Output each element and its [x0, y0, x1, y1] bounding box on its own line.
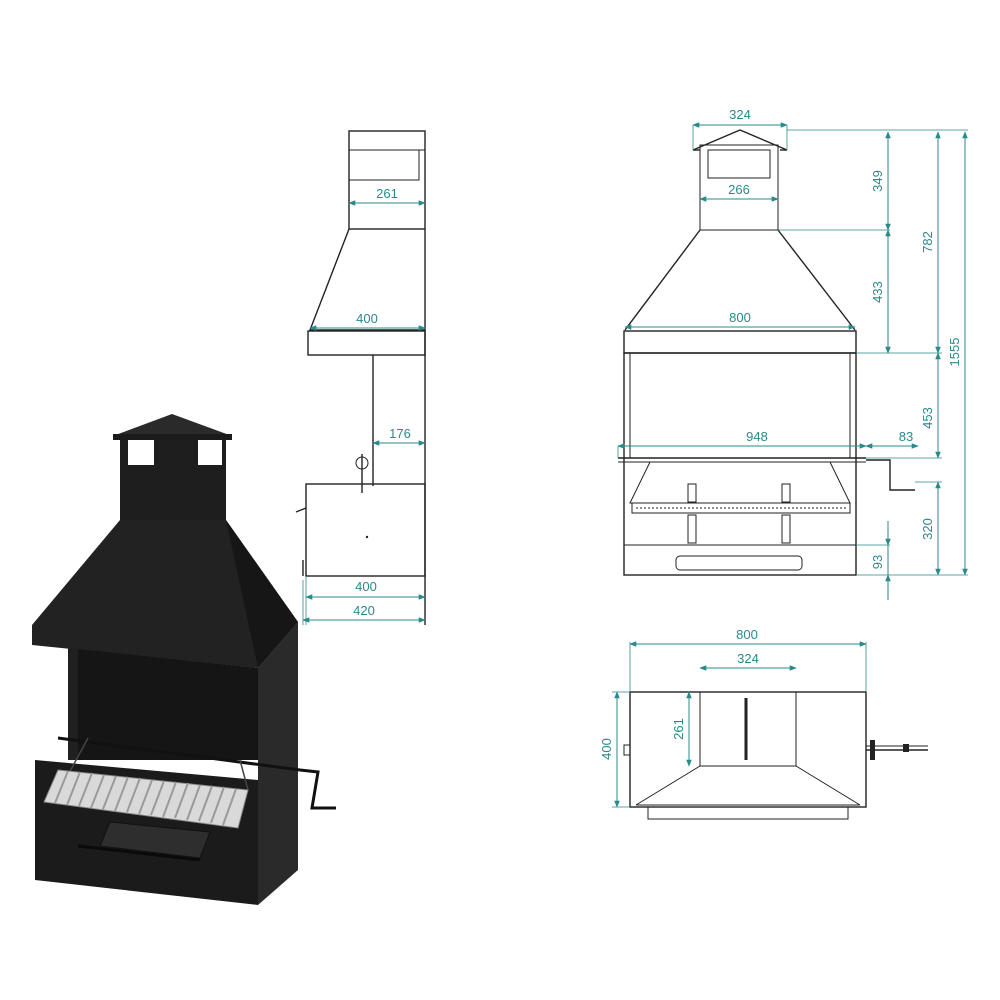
grill-chain-left [67, 737, 89, 776]
chimney-vent-right [198, 440, 222, 465]
front-chimney-vent [707, 149, 771, 179]
front-hood-lip [623, 330, 857, 354]
dim-front-grill-width: 948 [746, 429, 768, 444]
side-hood-lip [307, 330, 426, 356]
rotisserie-rod [57, 736, 301, 772]
dim-front-handle-ext: 83 [899, 429, 913, 444]
top-body [629, 691, 867, 808]
dim-side-post-offset: 176 [389, 426, 411, 441]
front-firebox [623, 352, 857, 576]
chimney-vent-left [128, 440, 154, 465]
dim-top-chimney-width: 324 [737, 651, 759, 666]
ash-tray [99, 821, 211, 859]
body-side [258, 622, 298, 905]
dim-side-hood-depth: 400 [356, 311, 378, 326]
chimney-cap [113, 414, 232, 436]
firebox-back [68, 648, 258, 760]
dim-front-upper-height: 782 [920, 231, 935, 253]
firebox-left-wall [68, 648, 78, 760]
dim-front-chimney-width: 266 [728, 182, 750, 197]
top-chimney [699, 691, 797, 767]
side-chimney-vent [348, 149, 420, 181]
hood-body [32, 520, 298, 668]
dim-front-cap-width: 324 [729, 107, 751, 122]
side-body [305, 483, 426, 577]
dim-front-hood-width: 800 [729, 310, 751, 325]
front-drawer-handle [675, 555, 803, 571]
side-view: 261 400 176 400 420 [295, 130, 426, 625]
dim-front-total-height: 1555 [947, 338, 962, 367]
grill-chain-right [239, 759, 249, 791]
grill-bars [54, 770, 237, 826]
dim-top-overall-width: 800 [736, 627, 758, 642]
dim-front-base-height: 320 [920, 518, 935, 540]
front-grill [631, 502, 851, 514]
rotisserie-crank [299, 768, 336, 810]
hood-side [226, 520, 298, 668]
grill-grate [43, 769, 249, 829]
drawer-handle [77, 844, 201, 862]
dim-front-drawer-height: 93 [870, 555, 885, 569]
dim-front-hood-height: 433 [870, 281, 885, 303]
front-view: 324 266 800 948 83 349 433 782 453 320 [617, 107, 968, 600]
dim-side-body-depth: 400 [355, 579, 377, 594]
dim-top-overall-depth: 400 [599, 738, 614, 760]
top-front-lip [647, 806, 849, 820]
top-view: 800 324 261 400 [599, 627, 928, 820]
front-chimney [699, 144, 779, 231]
dim-top-chimney-depth: 261 [671, 718, 686, 740]
dim-front-opening-height: 453 [920, 407, 935, 429]
dim-front-chimney-height: 349 [870, 170, 885, 192]
dim-side-top-width: 261 [376, 186, 398, 201]
dim-side-overall-depth: 420 [353, 603, 375, 618]
product-render [32, 414, 336, 905]
chimney-cap-rim [113, 434, 232, 440]
